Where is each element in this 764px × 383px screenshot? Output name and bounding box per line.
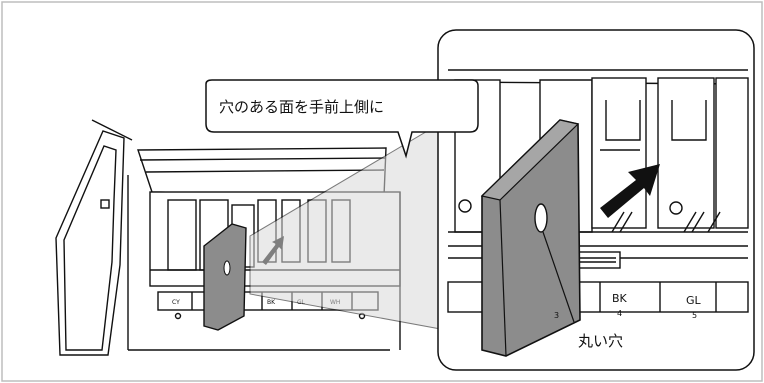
slot-label-small: BK xyxy=(267,299,276,306)
printer-door-inner xyxy=(63,145,117,351)
hole-leader-line xyxy=(542,231,575,323)
slot-number: 4 xyxy=(617,309,622,318)
cartridge-large-top xyxy=(480,119,580,201)
cartridge-small xyxy=(203,223,247,331)
printer-door xyxy=(55,130,125,356)
insert-arrow-large xyxy=(600,164,660,218)
callout-bubble: 穴のある面を手前上側に xyxy=(205,79,479,159)
inset-lever xyxy=(575,251,621,269)
zoom-inset: BK GL 3 4 5 丸い穴 xyxy=(437,29,755,371)
hole-label: 丸い穴 xyxy=(578,332,623,350)
lid-line xyxy=(139,157,387,161)
lid-line-2 xyxy=(145,169,385,173)
door-hinge-line xyxy=(91,119,133,141)
cartridge-small-hole xyxy=(223,260,231,276)
slot-number: 5 xyxy=(692,311,697,320)
slot-label-large: BK xyxy=(612,292,628,305)
slot-label-small: CY xyxy=(172,299,180,306)
bay-cart-1 xyxy=(167,199,197,271)
callout-text: 穴のある面を手前上側に xyxy=(219,98,384,116)
slot-number: 3 xyxy=(554,311,559,320)
cartridge-hole xyxy=(534,203,548,233)
screw xyxy=(174,312,182,320)
callout-shape xyxy=(205,79,479,159)
slot-label-large: GL xyxy=(686,294,702,307)
door-latch xyxy=(100,199,110,209)
inset-slot-3 xyxy=(715,77,749,229)
